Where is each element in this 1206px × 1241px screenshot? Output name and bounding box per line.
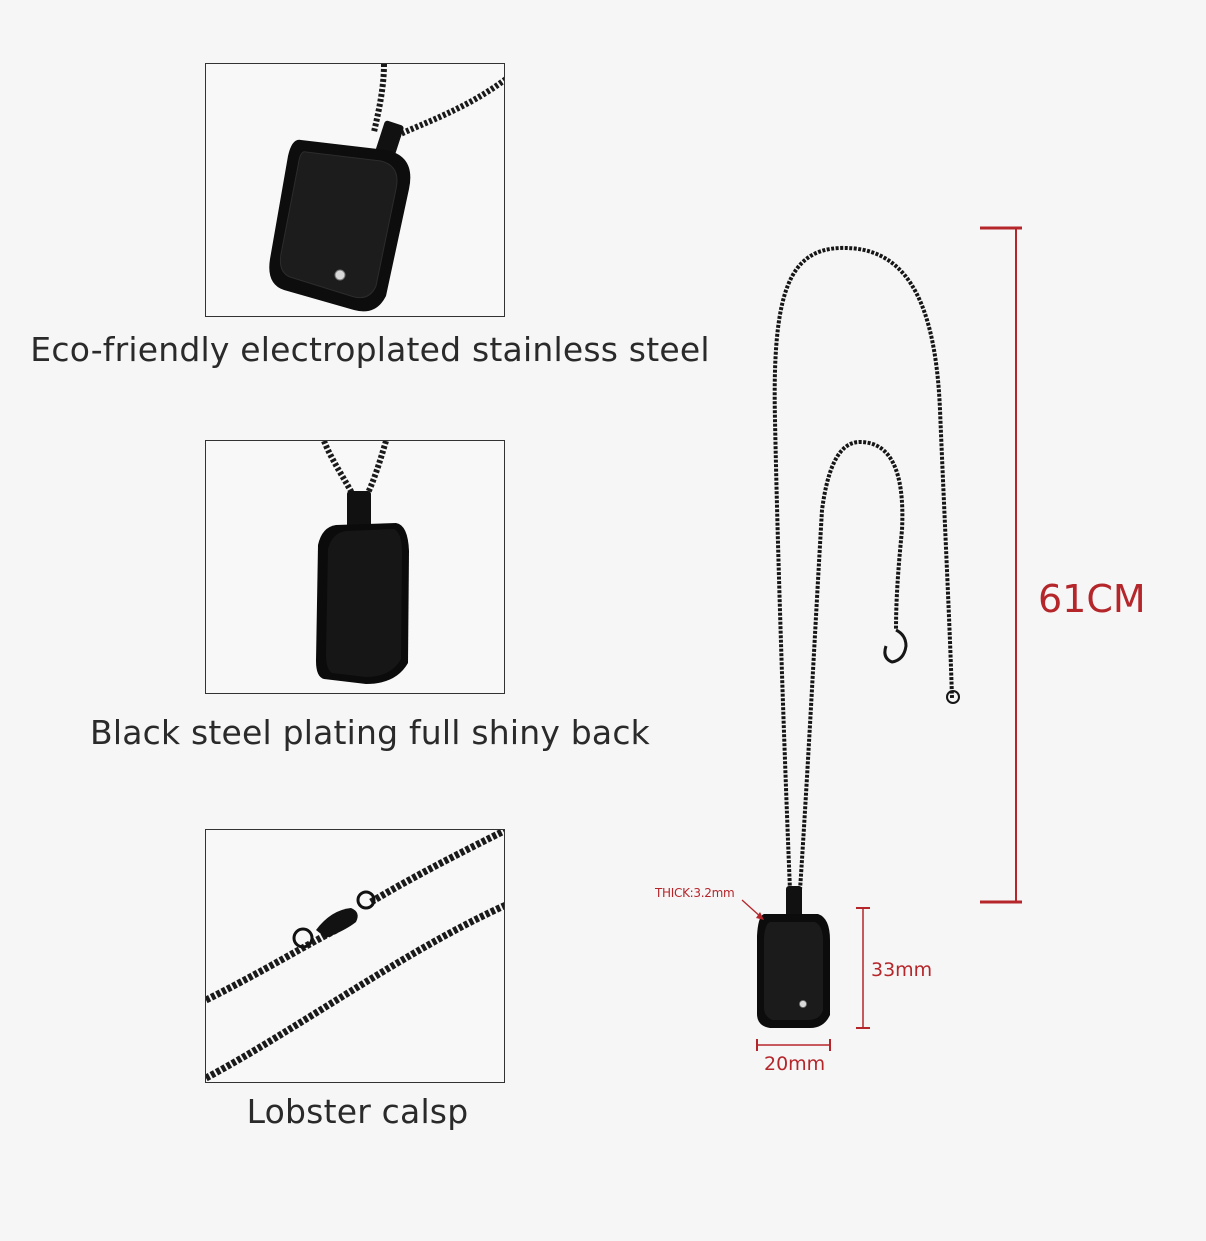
feature-caption-clasp: Lobster calsp — [246, 1092, 469, 1131]
height-label: 33mm — [871, 959, 933, 981]
thickness-label: THICK:3.2mm — [655, 886, 735, 900]
product-dimension-figure — [741, 226, 1022, 1051]
length-label: 61CM — [1038, 577, 1146, 621]
width-label: 20mm — [764, 1053, 826, 1075]
feature-caption-plating: Eco-friendly electroplated stainless ste… — [30, 330, 710, 369]
clasp-view-image — [205, 829, 505, 1083]
back-view-image — [205, 440, 505, 694]
front-view-image — [205, 63, 505, 317]
feature-caption-back: Black steel plating full shiny back — [90, 713, 650, 752]
